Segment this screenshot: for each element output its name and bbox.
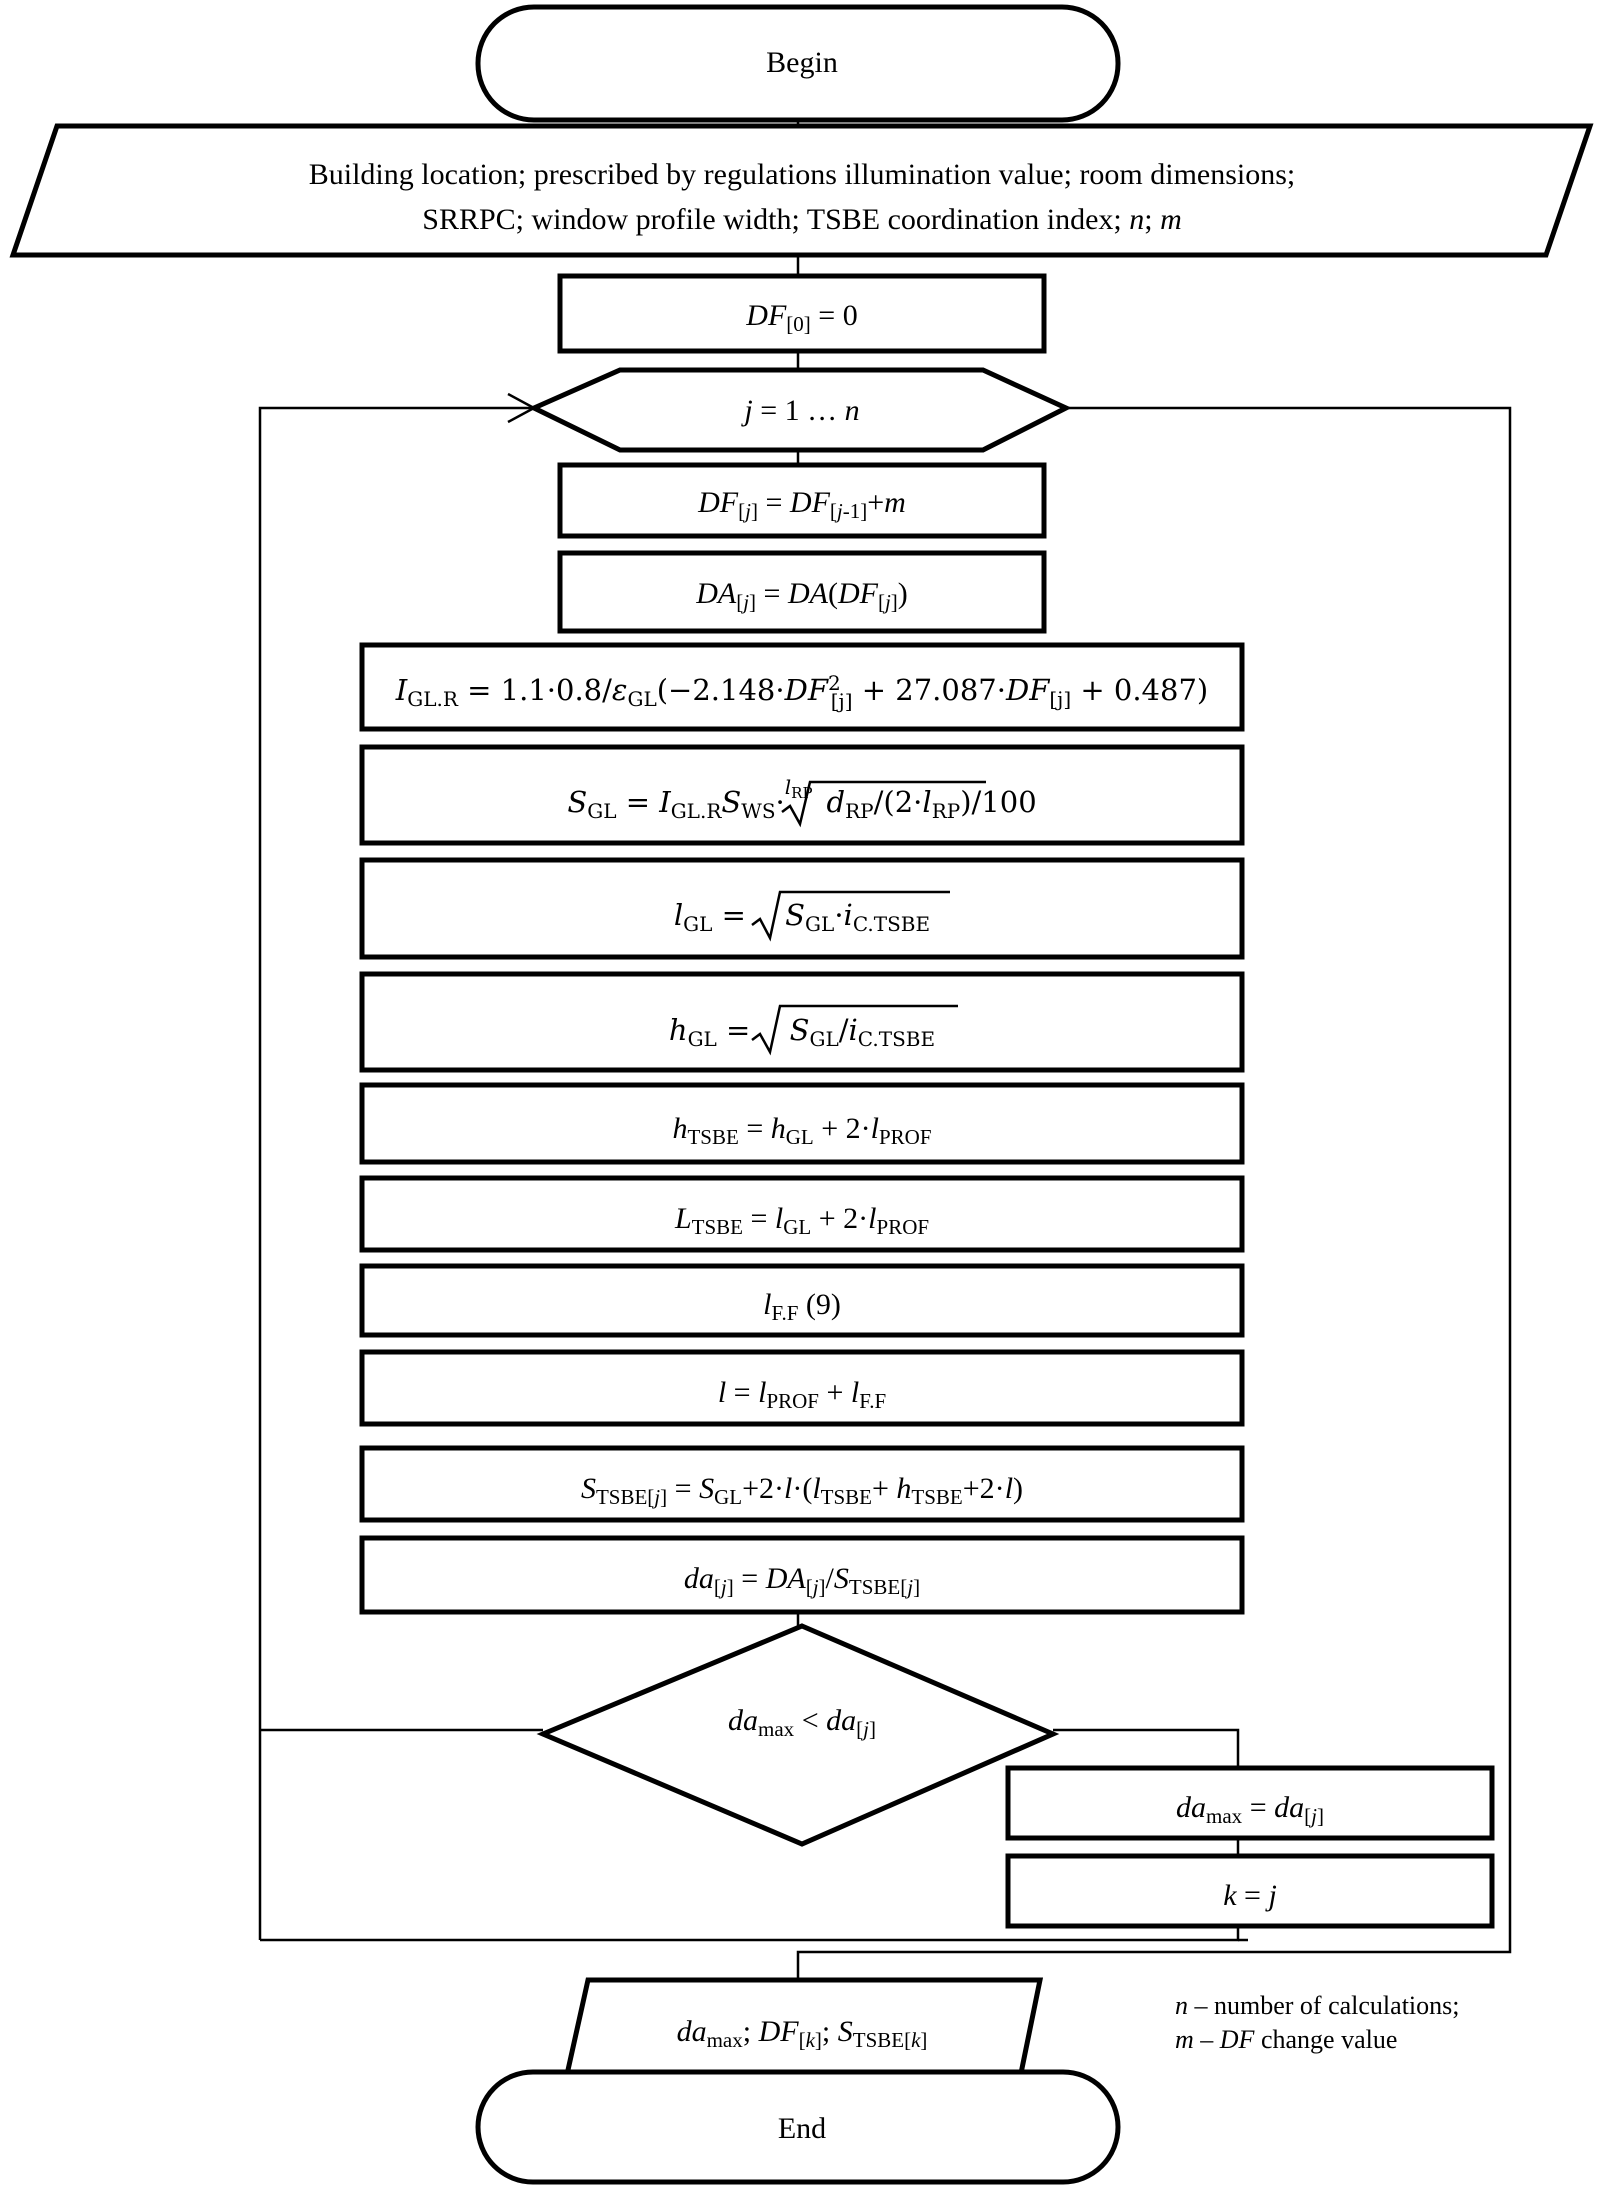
output-label: damax; DF[k]; STSBE[k] xyxy=(677,2015,928,2052)
step3-formula: IGL.R = 1.1·0.8/εGL(−2.148·DF2[j] + 27.0… xyxy=(395,671,1208,713)
step1-process xyxy=(557,462,1047,539)
connector-loop-return xyxy=(258,406,534,1940)
decision-diamond xyxy=(536,1623,1060,1847)
step8-formula: LTSBE = lGL + 2·lPROF xyxy=(674,1202,929,1239)
init-formula: DF[0] = 0 xyxy=(745,299,857,336)
begin-label: Begin xyxy=(766,46,838,79)
assign2-formula: k = j xyxy=(1223,1879,1277,1912)
step5-root-sign xyxy=(751,890,950,942)
step12-formula: da[j] = DA[j]/STSBE[j] xyxy=(684,1562,920,1599)
step5-formula: lGL = SGL·iC.TSBE xyxy=(674,898,930,936)
connector-decision-yes xyxy=(1053,1728,1240,1768)
input-line-1: Building location; prescribed by regulat… xyxy=(309,158,1296,191)
step7-process xyxy=(359,1082,1245,1165)
step10-formula: l = lPROF + lF.F xyxy=(718,1376,886,1413)
step4-root-sign xyxy=(781,780,986,828)
assign2-process xyxy=(1005,1853,1495,1929)
step7-formula: hTSBE = hGL + 2·lPROF xyxy=(672,1112,931,1149)
step6-root-sign xyxy=(751,1004,958,1056)
step3-process xyxy=(359,642,1245,732)
step11-process xyxy=(359,1445,1245,1523)
legend-line-1: n – number of calculations; xyxy=(1175,1991,1459,2020)
connector-loop-exit xyxy=(796,406,1512,1980)
end-terminal xyxy=(475,2069,1121,2185)
step9-process xyxy=(359,1263,1245,1338)
step6-formula: hGL = SGL/iC.TSBE xyxy=(669,1013,935,1051)
step12-process xyxy=(359,1535,1245,1615)
end-label: End xyxy=(778,2112,826,2145)
assign1-process xyxy=(1005,1765,1495,1841)
loop-label: j = 1 … n xyxy=(740,394,859,427)
init-process xyxy=(557,273,1047,354)
step6-process xyxy=(359,971,1245,1073)
step2-formula: DA[j] = DA(DF[j]) xyxy=(695,577,908,614)
loop-hexagon xyxy=(528,367,1072,453)
legend-line-2: m – DF change value xyxy=(1175,2025,1397,2054)
step2-process xyxy=(557,550,1047,634)
step11-formula: STSBE[j] = SGL+2·l·(lTSBE+ hTSBE+2·l) xyxy=(581,1472,1023,1509)
connector-lines xyxy=(258,120,1512,2098)
step8-process xyxy=(359,1175,1245,1253)
input-parallelogram xyxy=(9,123,1594,258)
step1-formula: DF[j] = DF[j-1]+m xyxy=(697,486,906,523)
step4-process xyxy=(359,744,1245,846)
step5-process xyxy=(359,857,1245,960)
decision-label: damax < da[j] xyxy=(728,1704,876,1741)
begin-terminal xyxy=(475,4,1121,123)
input-line-2: SRRPC; window profile width; TSBE coordi… xyxy=(422,203,1181,236)
step10-process xyxy=(359,1349,1245,1427)
assign1-formula: damax = da[j] xyxy=(1176,1791,1324,1828)
step9-formula: lF.F (9) xyxy=(763,1288,841,1325)
